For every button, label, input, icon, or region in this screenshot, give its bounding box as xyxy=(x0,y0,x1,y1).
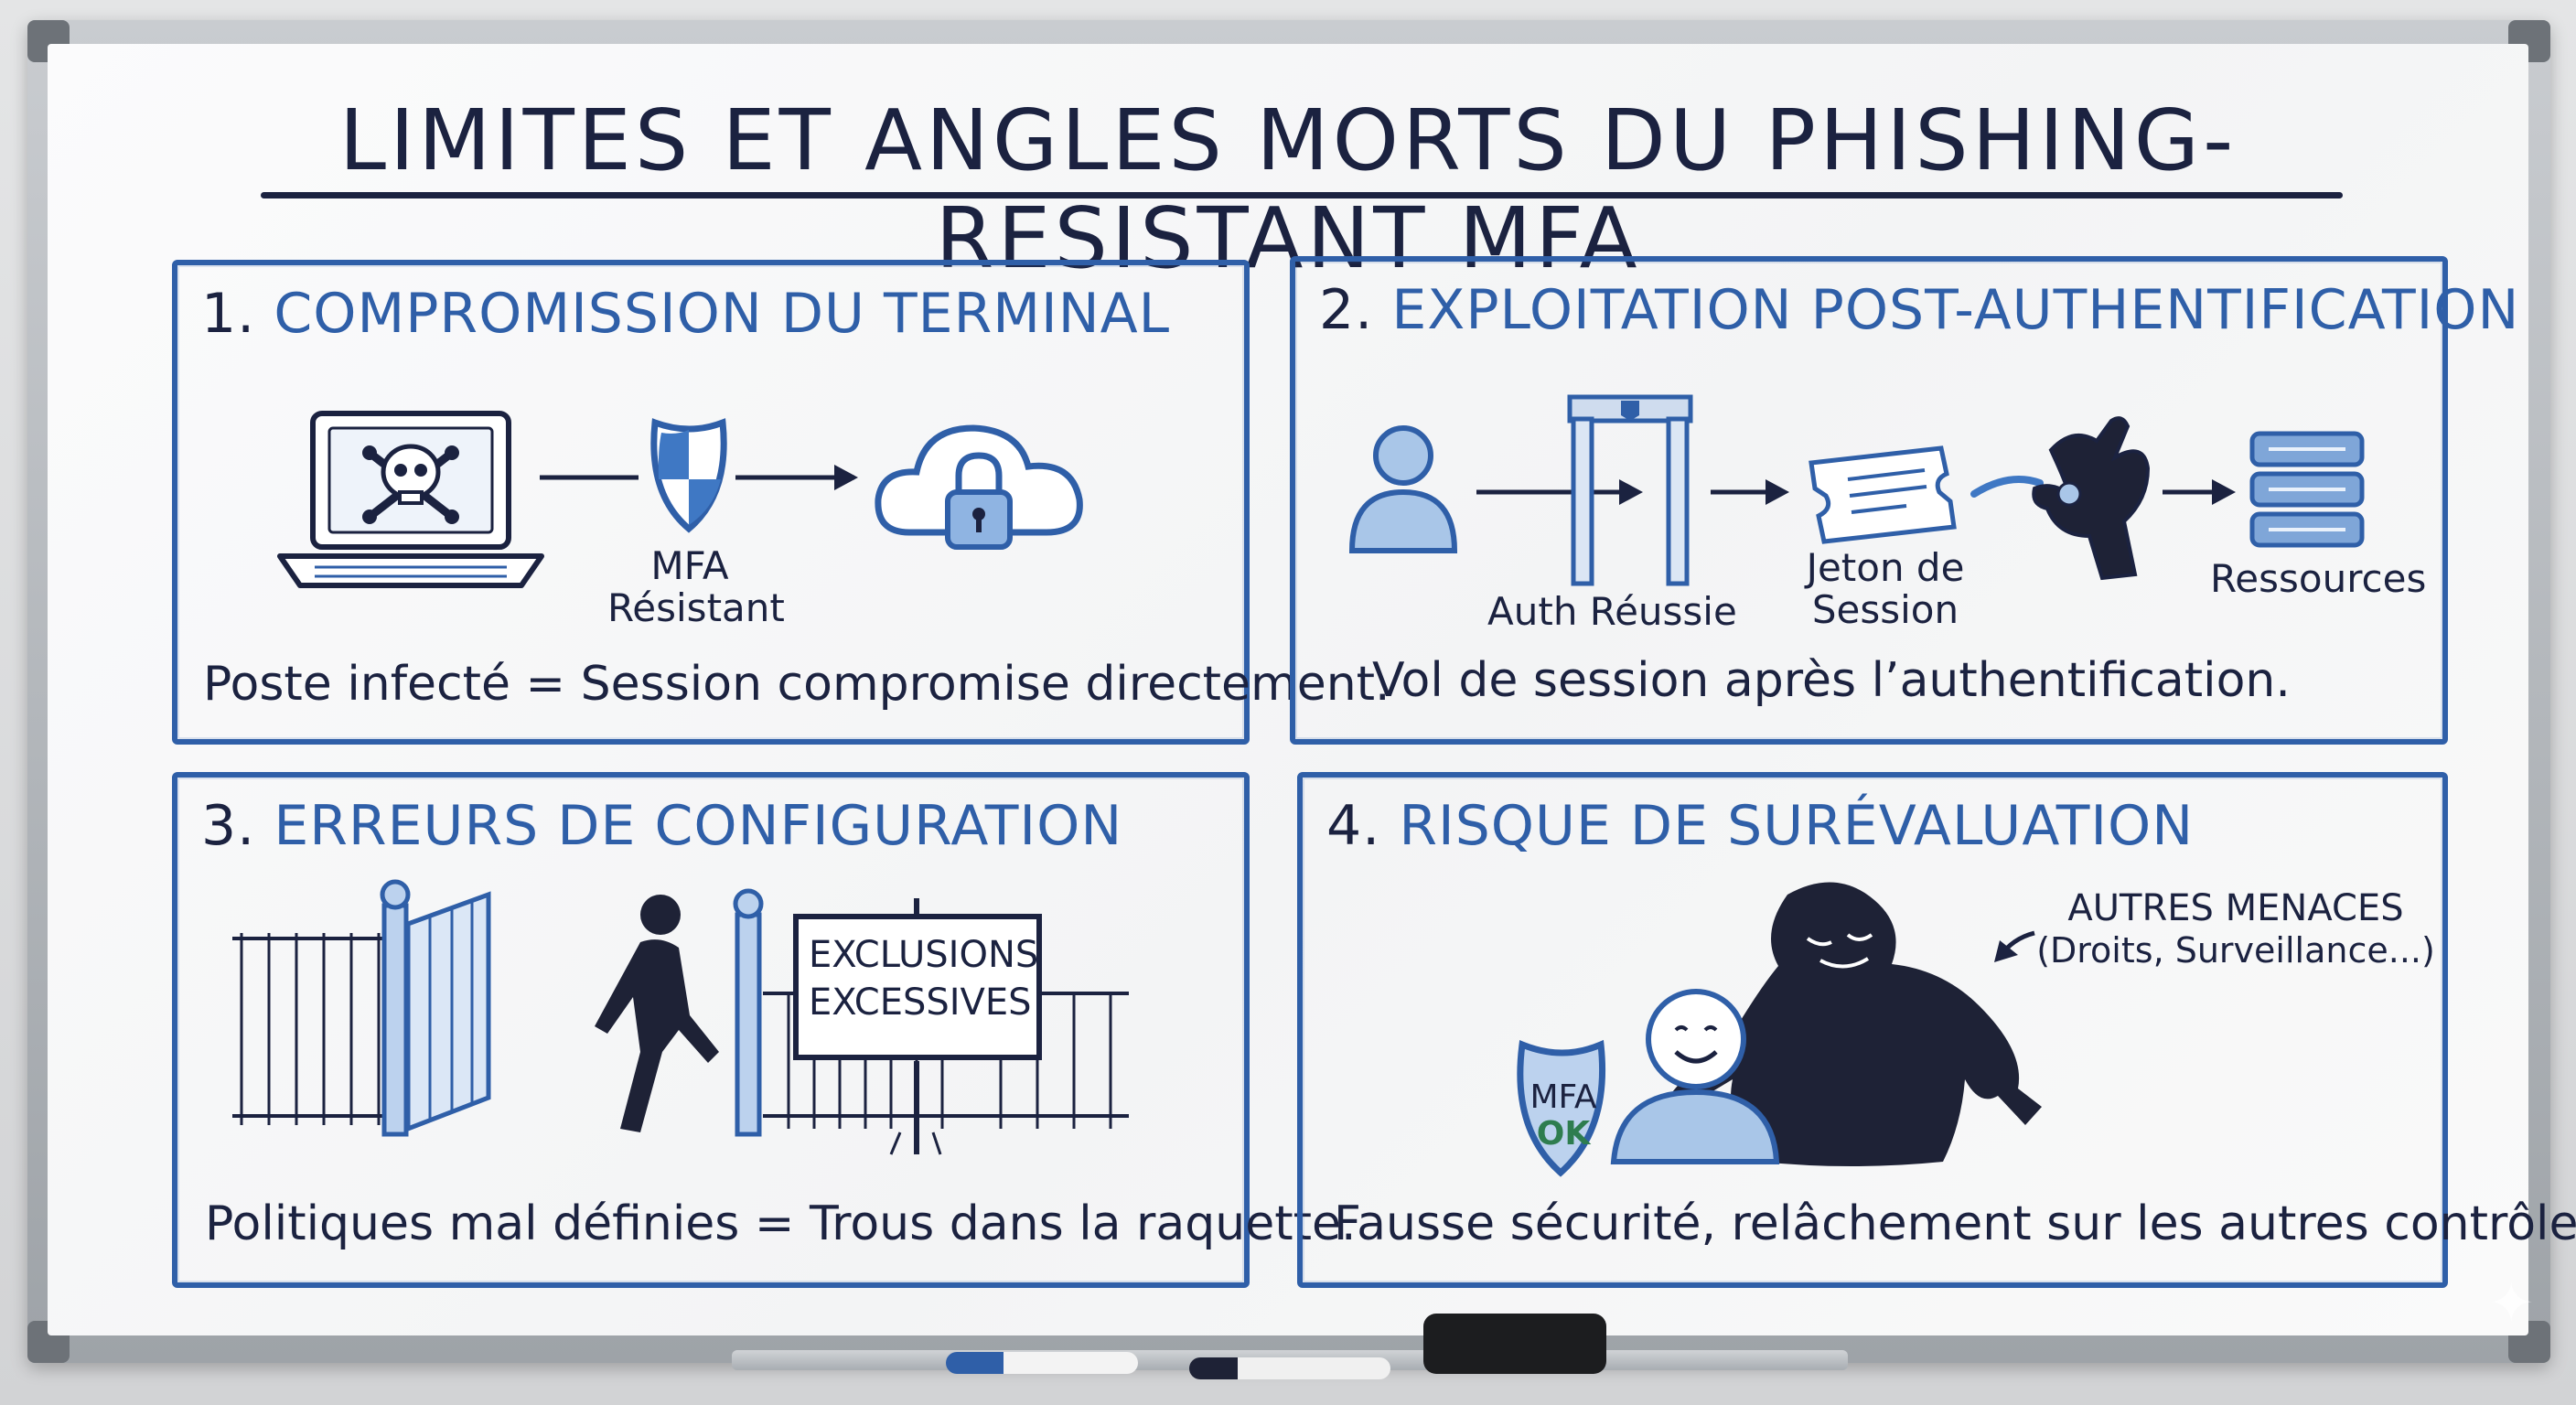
gate-icon xyxy=(232,879,1129,1137)
threat-label-line1: AUTRES MENACES xyxy=(2067,887,2404,929)
panel-illustration xyxy=(1517,882,2042,1177)
panel-caption: Politiques mal définies = Trous dans la … xyxy=(205,1196,1357,1251)
skull-icon xyxy=(362,444,459,524)
cloud-lock-icon xyxy=(875,424,1083,550)
panel-number: 2. xyxy=(1319,278,1374,342)
smiling-user-icon xyxy=(1610,989,1780,1164)
shield-label: MFA OK xyxy=(1528,1079,1599,1153)
shield-label-line2: OK xyxy=(1536,1115,1591,1153)
panel-heading: 2. EXPLOITATION POST-AUTHENTIFICATION xyxy=(1319,278,2519,342)
panel-caption: Poste infecté = Session compromise direc… xyxy=(203,657,1390,712)
panel-heading-text: COMPROMISSION DU TERMINAL xyxy=(274,282,1171,346)
sparkle-icon: ✦ xyxy=(2488,1271,2535,1335)
sign-icon xyxy=(793,898,1042,1155)
panel-overestimation-risk: 4. RISQUE DE SURÉVALUATION MFA OK AUTRES… xyxy=(1297,772,2576,1288)
threat-label: AUTRES MENACES (Droits, Surveillance...) xyxy=(2034,887,2437,971)
panel-number: 1. xyxy=(201,282,256,346)
panel-illustration xyxy=(232,879,1129,1155)
session-token-line1: Jeton de xyxy=(1806,545,1965,590)
black-marker xyxy=(1189,1357,1390,1379)
panel-caption: Vol de session après l’authentification. xyxy=(1372,653,2291,708)
security-gate-icon xyxy=(1567,394,1693,586)
panel-heading-text: RISQUE DE SURÉVALUATION xyxy=(1399,794,2195,858)
session-ticket-icon xyxy=(1809,445,1957,544)
panel-number: 4. xyxy=(1326,794,1381,858)
threat-label-line2: (Droits, Surveillance...) xyxy=(2036,930,2435,971)
panel-heading: 3. ERREURS DE CONFIGURATION xyxy=(201,794,1122,858)
panel-heading-text: ERREURS DE CONFIGURATION xyxy=(274,794,1123,858)
sign-text-line1: EXCLUSIONS xyxy=(809,934,1039,976)
panel-heading: 4. RISQUE DE SURÉVALUATION xyxy=(1326,794,2194,858)
session-token-line2: Session xyxy=(1811,587,1959,632)
walking-person-icon xyxy=(595,895,719,1132)
auth-success-label: Auth Réussie xyxy=(1487,589,1737,634)
panel-illustration xyxy=(1348,394,2365,586)
panel-heading-text: EXPLOITATION POST-AUTHENTIFICATION xyxy=(1391,278,2520,342)
title-underline xyxy=(261,192,2343,198)
panel-post-auth-exploitation: 2. EXPLOITATION POST-AUTHENTIFICATION xyxy=(1290,256,2518,745)
blue-marker xyxy=(946,1352,1138,1374)
mfa-label: MFA Résistant xyxy=(607,543,785,630)
panel-configuration-errors: 3. ERREURS DE CONFIGURATION xyxy=(172,772,1357,1288)
session-token-label: Jeton de Session xyxy=(1789,547,1981,631)
panel-caption: Fausse sécurité, relâchement sur les aut… xyxy=(1334,1196,2576,1251)
sign-text: EXCLUSIONS EXCESSIVES xyxy=(809,931,1039,1026)
panel-illustration xyxy=(277,411,1083,588)
sign-text-line2: EXCESSIVES xyxy=(809,981,1032,1024)
server-icon xyxy=(2249,431,2365,548)
panel-terminal-compromise: 1. COMPROMISSION DU TERMINAL xyxy=(172,260,1390,745)
shield-label-line1: MFA xyxy=(1530,1078,1597,1116)
shield-icon xyxy=(1517,1039,1606,1177)
hacker-hand-icon xyxy=(1970,416,2151,581)
shield-icon xyxy=(650,418,727,533)
eraser xyxy=(1423,1314,1606,1374)
page-title: LIMITES ET ANGLES MORTS DU PHISHING-RESI… xyxy=(338,91,2238,287)
panel-number: 3. xyxy=(201,794,256,858)
mfa-label-line2: Résistant xyxy=(607,585,785,630)
user-icon xyxy=(1348,425,1458,553)
mfa-label-line1: MFA xyxy=(650,543,729,588)
resources-label: Ressources xyxy=(2210,556,2427,601)
shadow-threat-icon xyxy=(1672,882,2042,1166)
panel-heading: 1. COMPROMISSION DU TERMINAL xyxy=(201,282,1170,346)
